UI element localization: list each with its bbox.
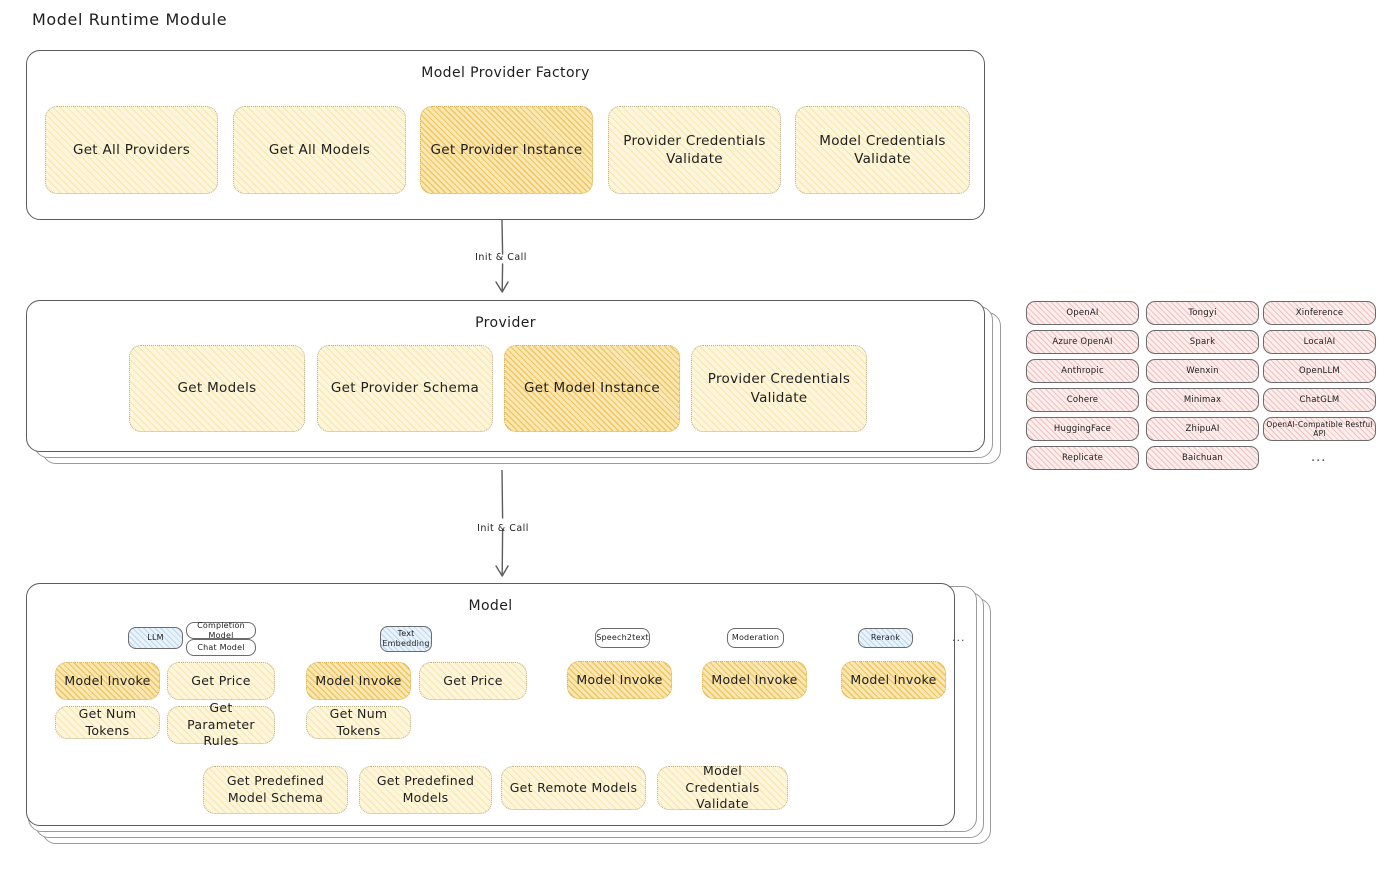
arrow-factory-to-provider-label: Init & Call <box>475 252 527 263</box>
provider-chip-replicate[interactable]: Replicate <box>1026 446 1139 470</box>
provider-chip-azure-openai[interactable]: Azure OpenAI <box>1026 330 1139 354</box>
arrow-provider-to-model-label: Init & Call <box>477 523 529 534</box>
provider-chip-openai[interactable]: OpenAI <box>1026 301 1139 325</box>
factory-card-get-all-providers[interactable]: Get All Providers <box>45 106 218 194</box>
model-type-sub-completion-model[interactable]: Completion Model <box>186 621 256 640</box>
factory-card-get-all-models[interactable]: Get All Models <box>233 106 406 194</box>
model-moderation-card-model-invoke[interactable]: Model Invoke <box>702 661 807 699</box>
model-embedding-card-model-invoke[interactable]: Model Invoke <box>306 662 411 700</box>
provider-chip-minimax[interactable]: Minimax <box>1146 388 1259 412</box>
model-common-card-get-predefined-models[interactable]: Get Predefined Models <box>359 766 492 814</box>
model-speech2text-card-model-invoke[interactable]: Model Invoke <box>567 661 672 699</box>
model-type-badge-rerank[interactable]: Rerank <box>858 628 913 648</box>
provider-card-get-models[interactable]: Get Models <box>129 345 305 432</box>
provider-chip-anthropic[interactable]: Anthropic <box>1026 359 1139 383</box>
factory-title: Model Provider Factory <box>421 65 590 81</box>
provider-chip-localai[interactable]: LocalAI <box>1263 330 1376 354</box>
provider-chip-chatglm[interactable]: ChatGLM <box>1263 388 1376 412</box>
provider-chip-zhipuai[interactable]: ZhipuAI <box>1146 417 1259 441</box>
provider-chip-spark[interactable]: Spark <box>1146 330 1259 354</box>
model-common-card-get-predefined-model-schema[interactable]: Get Predefined Model Schema <box>203 766 348 814</box>
model-embedding-card-get-num-tokens[interactable]: Get Num Tokens <box>306 706 411 739</box>
model-type-badge-text-embedding[interactable]: Text Embedding <box>380 626 432 652</box>
provider-chip-openai-compatible-restful-api[interactable]: OpenAI-Compatible Restful API <box>1263 417 1376 441</box>
provider-chip-openllm[interactable]: OpenLLM <box>1263 359 1376 383</box>
arrow-provider-to-model <box>495 470 509 577</box>
provider-chip-tongyi[interactable]: Tongyi <box>1146 301 1259 325</box>
model-llm-card-model-invoke[interactable]: Model Invoke <box>55 662 160 700</box>
model-type-badge-speech2text[interactable]: Speech2text <box>595 628 650 648</box>
factory-card-get-provider-instance[interactable]: Get Provider Instance <box>420 106 593 194</box>
provider-list-more-ellipsis: ... <box>1311 450 1327 465</box>
model-llm-card-get-num-tokens[interactable]: Get Num Tokens <box>55 706 160 739</box>
factory-card-model-credentials-validate[interactable]: Model Credentials Validate <box>795 106 970 194</box>
provider-card-get-model-instance[interactable]: Get Model Instance <box>504 345 680 432</box>
provider-chip-wenxin[interactable]: Wenxin <box>1146 359 1259 383</box>
model-common-card-model-credentials-validate[interactable]: Model Credentials Validate <box>657 763 788 811</box>
model-rerank-card-model-invoke[interactable]: Model Invoke <box>841 661 946 699</box>
model-type-sub-chat-model[interactable]: Chat Model <box>186 639 256 656</box>
provider-chip-huggingface[interactable]: HuggingFace <box>1026 417 1139 441</box>
model-type-badge-llm[interactable]: LLM <box>128 627 183 649</box>
provider-card-get-provider-schema[interactable]: Get Provider Schema <box>317 345 493 432</box>
page-title: Model Runtime Module <box>32 10 228 29</box>
model-llm-card-get-parameter-rules[interactable]: Get Parameter Rules <box>167 700 275 748</box>
arrow-factory-to-provider <box>495 220 509 293</box>
model-llm-card-get-price[interactable]: Get Price <box>167 662 275 700</box>
provider-chip-baichuan[interactable]: Baichuan <box>1146 446 1259 470</box>
provider-card-provider-credentials-validate[interactable]: Provider Credentials Validate <box>691 345 867 432</box>
provider-chip-xinference[interactable]: Xinference <box>1263 301 1376 325</box>
provider-title: Provider <box>475 315 536 331</box>
model-embedding-card-get-price[interactable]: Get Price <box>419 662 527 700</box>
model-types-more-ellipsis: ... <box>952 631 966 644</box>
factory-card-provider-credentials-validate[interactable]: Provider Credentials Validate <box>608 106 781 194</box>
model-common-card-get-remote-models[interactable]: Get Remote Models <box>501 766 646 810</box>
model-title: Model <box>468 598 513 614</box>
provider-chip-cohere[interactable]: Cohere <box>1026 388 1139 412</box>
model-type-badge-moderation[interactable]: Moderation <box>727 628 784 648</box>
